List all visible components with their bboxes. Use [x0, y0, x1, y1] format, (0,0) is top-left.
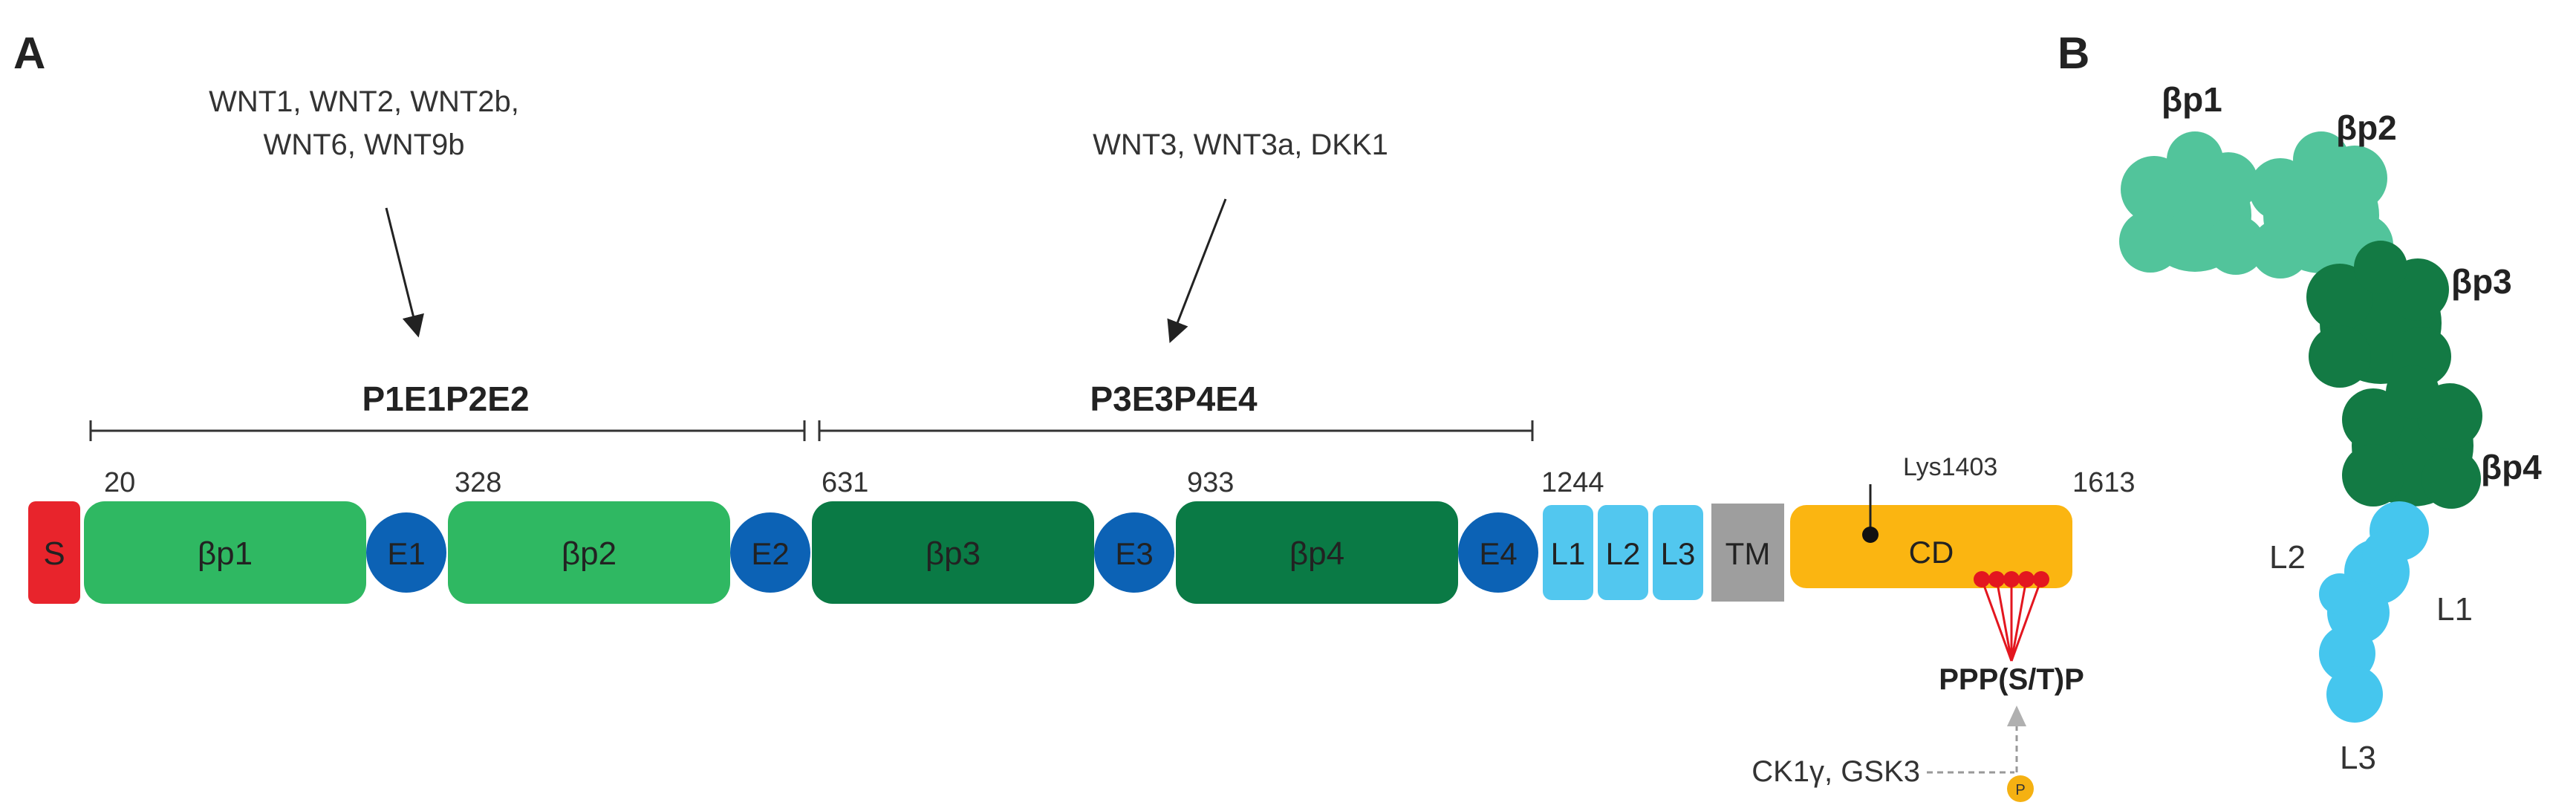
kinase-arrowhead — [2007, 706, 2026, 726]
lys1403-label: Lys1403 — [1903, 453, 1997, 481]
region-bracket-1 — [89, 420, 806, 441]
beta-propeller-3-domain — [812, 501, 1094, 604]
kinase-label: CK1γ, GSK3 — [1752, 755, 1920, 788]
phospho-badge — [2007, 775, 2034, 802]
ligands-group-1-line-1: WNT1, WNT2, WNT2b, — [209, 85, 519, 118]
ppp-motif-label: PPP(S/T)P — [1939, 663, 2084, 696]
panel-b-bp1-label: βp1 — [2162, 80, 2222, 119]
panel-b-label: B — [2058, 28, 2089, 78]
ldlr-blob — [2319, 501, 2429, 723]
panel-b-l1-label: L1 — [2436, 591, 2473, 628]
panel-b-l2-label: L2 — [2269, 539, 2306, 576]
ligands-group-1-line-2: WNT6, WNT9b — [263, 128, 464, 161]
ligand-arrow-2 — [1167, 198, 1227, 343]
ldlr-3-domain — [1653, 505, 1703, 600]
egf-4-domain — [1458, 512, 1538, 593]
position-631: 631 — [822, 467, 868, 498]
ldlr-2-domain — [1598, 505, 1648, 600]
panel-b-bp2-label: βp2 — [2336, 108, 2397, 147]
egf-1-label: E1 — [387, 536, 425, 571]
transmembrane-domain — [1711, 504, 1784, 602]
egf-1-domain — [366, 512, 446, 593]
region-label-1: P1E1P2E2 — [362, 380, 529, 418]
ppp-motif-dots — [1974, 571, 2049, 587]
panel-b-l3-label: L3 — [2340, 740, 2376, 776]
egf-2-domain — [730, 512, 810, 593]
ligands-group-2: WNT3, WNT3a, DKK1 — [1093, 128, 1388, 161]
egf-4-label: E4 — [1479, 536, 1517, 571]
beta-propeller-1-label: βp1 — [198, 535, 253, 572]
panel-a-label: A — [13, 28, 45, 78]
panel-b-bp4-label: βp4 — [2481, 448, 2542, 486]
position-1613: 1613 — [2072, 467, 2136, 498]
ligand-arrow-1 — [385, 207, 424, 338]
beta-propeller-4-label: βp4 — [1289, 535, 1344, 572]
position-328: 328 — [455, 467, 501, 498]
signal-peptide-domain — [28, 501, 80, 604]
position-20: 20 — [104, 467, 135, 498]
beta-propeller-2-domain — [448, 501, 730, 604]
panel-b-bp3-label: βp3 — [2451, 262, 2512, 301]
signal-peptide-label: S — [43, 535, 65, 572]
egf-2-label: E2 — [751, 536, 789, 571]
beta-propeller-1-blob — [2119, 131, 2266, 275]
transmembrane-label: TM — [1726, 536, 1771, 571]
phospho-badge-label: P — [2015, 782, 2025, 798]
beta-propeller-1-domain — [84, 501, 366, 604]
domain-bar: S βp1 E1 βp2 E2 βp3 E3 βp4 E4 L1 L2 L3 — [28, 501, 2072, 604]
region-label-2: P3E3P4E4 — [1090, 380, 1257, 418]
ldlr-3-label: L3 — [1661, 536, 1696, 571]
position-1244: 1244 — [1541, 467, 1604, 498]
region-bracket-2 — [818, 420, 1534, 441]
ldlr-2-label: L2 — [1606, 536, 1641, 571]
beta-propeller-4-domain — [1176, 501, 1458, 604]
cytoplasmic-domain — [1790, 505, 2072, 588]
beta-propeller-4-blob — [2342, 365, 2482, 509]
cytoplasmic-label: CD — [1909, 535, 1954, 570]
lys1403-dot — [1862, 527, 1879, 543]
egf-3-domain — [1094, 512, 1174, 593]
ldlr-1-domain — [1543, 505, 1593, 600]
ldlr-1-label: L1 — [1551, 536, 1586, 571]
position-933: 933 — [1187, 467, 1234, 498]
ppp-motif-fan — [1980, 579, 2043, 662]
beta-propeller-2-label: βp2 — [562, 535, 617, 572]
egf-3-label: E3 — [1115, 536, 1153, 571]
beta-propeller-3-label: βp3 — [926, 535, 980, 572]
